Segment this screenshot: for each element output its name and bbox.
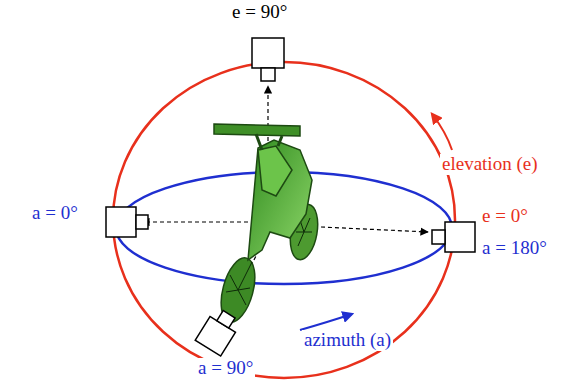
azimuth-value: a = 0° — [30, 203, 80, 224]
elevation-circle — [113, 62, 455, 378]
bicycle — [214, 124, 322, 326]
azimuth-arrow — [300, 314, 352, 330]
camera-icons — [106, 38, 475, 356]
elevation-value: e = 90° — [230, 2, 289, 23]
azimuth-value: a = 90° — [196, 358, 255, 379]
azimuth-value: a = 180° — [480, 238, 549, 259]
axis-name: azimuth (a) — [302, 330, 393, 351]
axis-name: elevation (e) — [440, 154, 539, 175]
elevation-arrow — [432, 114, 452, 150]
elevation-value: e = 0° — [480, 206, 530, 227]
view-rays — [142, 86, 428, 316]
